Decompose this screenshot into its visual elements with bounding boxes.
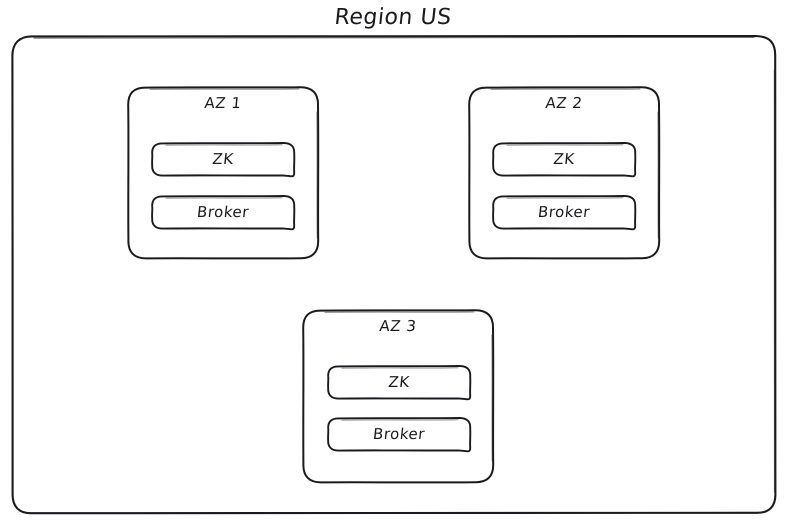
node-label-broker-az3: Broker	[372, 425, 426, 443]
node-broker-az1[interactable]	[151, 195, 296, 231]
node-label-zk-az3: ZK	[387, 373, 411, 391]
node-zk-az3[interactable]	[327, 365, 472, 401]
az-title-2: AZ 2	[544, 94, 584, 112]
node-label-broker-az2: Broker	[537, 203, 591, 221]
node-zk-az2[interactable]	[492, 142, 637, 178]
az-title-3: AZ 3	[378, 317, 418, 335]
az-box-2[interactable]	[468, 86, 661, 260]
az-box-1[interactable]	[127, 86, 320, 260]
region-title: Region US	[333, 5, 453, 30]
node-label-zk-az1: ZK	[211, 150, 235, 168]
node-label-broker-az1: Broker	[196, 203, 250, 221]
node-label-zk-az2: ZK	[552, 150, 576, 168]
region-container[interactable]	[11, 34, 777, 515]
az-box-3[interactable]	[302, 309, 495, 484]
az-title-1: AZ 1	[203, 94, 243, 112]
node-zk-az1[interactable]	[151, 142, 296, 178]
node-broker-az2[interactable]	[492, 195, 637, 231]
node-broker-az3[interactable]	[327, 417, 472, 453]
